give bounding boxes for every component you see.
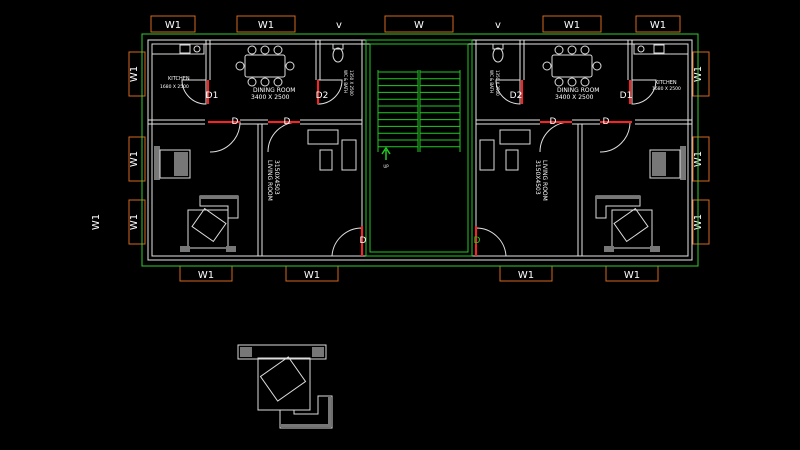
- kitchen-counter-icon: [151, 43, 205, 55]
- door-label: D: [474, 236, 481, 246]
- door-label: D: [603, 117, 610, 127]
- door-label: D: [360, 236, 367, 246]
- wc-name: WC & BATH: [343, 70, 348, 93]
- door-label: D2: [510, 91, 523, 101]
- bed-icon: [180, 195, 239, 252]
- door-label: D: [232, 117, 239, 127]
- kitchen-counter-icon: [633, 43, 689, 55]
- living-name: LIVING ROOM: [266, 160, 273, 201]
- armchair-icon: [154, 146, 191, 180]
- toilet-icon: [492, 43, 504, 63]
- stair-arrow-icon: [381, 146, 391, 160]
- armchair-icon: [649, 146, 686, 180]
- door-label: D: [284, 117, 291, 127]
- sofa-icon: [307, 129, 357, 171]
- window-label: W1: [129, 151, 140, 167]
- window-label: W1: [198, 270, 214, 281]
- window-label: W1: [650, 20, 666, 31]
- window-label: W1: [129, 214, 140, 230]
- living-dim: 3150X4503: [273, 160, 280, 195]
- sofa-icon: [479, 129, 531, 171]
- bed-block-icon: [237, 344, 333, 429]
- door-label: D1: [206, 91, 219, 101]
- kitchen-dim: 1680 X 2500: [652, 86, 681, 92]
- living-dim: 3150X4503: [534, 160, 541, 195]
- window-label: W1: [304, 270, 320, 281]
- bed-icon: [595, 195, 660, 252]
- door-label: D: [550, 117, 557, 127]
- toilet-icon: [332, 43, 344, 63]
- door-labels: D1 D2 D2 D1 D D D D D D: [206, 91, 633, 246]
- wc-dim: 1350 X 2500: [349, 70, 354, 96]
- door-label: D1: [620, 91, 633, 101]
- window-label: W: [414, 20, 424, 31]
- window-label: W1: [258, 20, 274, 31]
- dining-dim: 3400 X 2500: [251, 94, 290, 101]
- window-label: W1: [518, 270, 534, 281]
- wc-dim: 1350 X 2500: [495, 70, 500, 96]
- window-label: W1: [624, 270, 640, 281]
- kitchen-name: KITCHEN: [168, 76, 190, 82]
- dining-name: DINING ROOM: [557, 87, 599, 94]
- living-name: LIVING ROOM: [541, 160, 548, 201]
- vent-label: v: [336, 20, 342, 31]
- kitchen-name: KITCHEN: [655, 80, 677, 86]
- top-window-labels: W1 W1 v W v W1 W1: [150, 15, 681, 33]
- vent-label: v: [495, 20, 501, 31]
- wc-name: WC & BATH: [489, 70, 494, 93]
- window-label: W1: [564, 20, 580, 31]
- dining-table-icon: [235, 45, 295, 87]
- bottom-window-labels: W1 W1 W1 W1: [179, 265, 659, 282]
- dining-dim: 3400 X 2500: [555, 94, 594, 101]
- window-label: W1: [129, 66, 140, 82]
- dining-table-icon: [542, 45, 602, 87]
- stair-core: UP: [365, 39, 473, 257]
- dining-name: DINING ROOM: [253, 87, 295, 94]
- stair-up-label: UP: [383, 164, 389, 169]
- kitchen-dim: 1680 X 2500: [160, 84, 189, 90]
- door-label: D2: [316, 91, 329, 101]
- window-label-outside: W1: [91, 214, 102, 230]
- window-label: W1: [165, 20, 181, 31]
- room-labels: KITCHEN 1680 X 2500 DINING ROOM 3400 X 2…: [160, 70, 681, 201]
- doors: [181, 79, 657, 257]
